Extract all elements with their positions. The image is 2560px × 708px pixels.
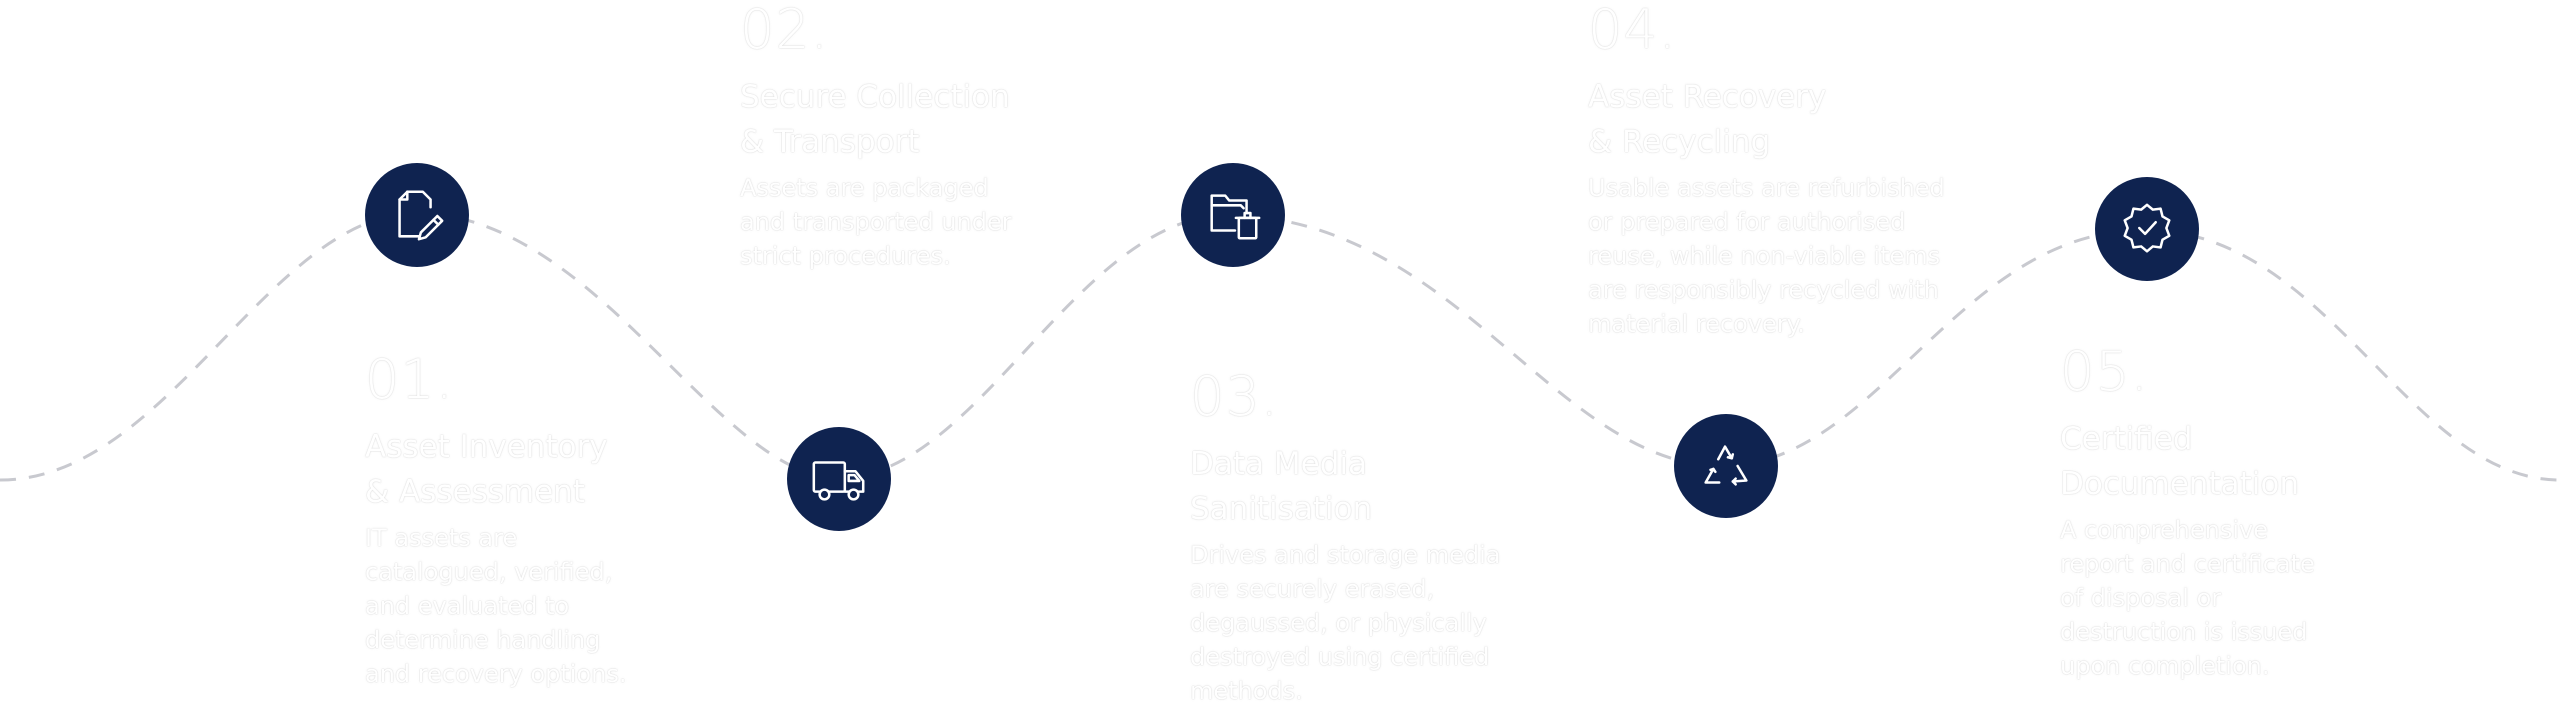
step-title-line-2: & Assessment [365, 474, 585, 510]
delivery-truck-icon [812, 461, 865, 501]
step-description: IT assets are catalogued, verified, and … [365, 521, 665, 691]
step-description-line: are securely erased, [1190, 575, 1435, 603]
step-description-line: degaussed, or physically [1190, 609, 1487, 637]
step-number: 01. [365, 348, 454, 411]
step-1-node [365, 163, 469, 267]
step-5-node [2095, 177, 2199, 281]
verified-badge-icon [2123, 203, 2171, 253]
step-description: Usable assets are refurbished or prepare… [1588, 171, 1968, 341]
step-title-line-1: Secure Collection [740, 79, 1010, 115]
step-title-line-1: Asset Recovery [1588, 79, 1827, 115]
step-title-line-1: Asset Inventory [365, 429, 608, 465]
step-description-line: A comprehensive [2060, 516, 2268, 544]
step-description-line: destruction is issued [2060, 618, 2308, 646]
step-description-line: and recovery options. [365, 660, 627, 688]
step-description-line: and evaluated to [365, 592, 570, 620]
step-description-line: Usable assets are refurbished [1588, 174, 1945, 202]
step-number: 02. [740, 0, 829, 61]
step-description-line: are responsibly recycled with [1588, 276, 1939, 304]
step-4: 04. Asset Recovery & Recycling Usable as… [1588, 3, 1968, 341]
step-description-line: of disposal or [2060, 584, 2222, 612]
step-5: 05. Certified Documentation A comprehens… [2060, 345, 2370, 683]
step-title-line-2: & Transport [740, 124, 920, 160]
recycle-icon [1704, 445, 1748, 486]
step-description-line: Assets are packaged [740, 174, 989, 202]
step-title-line-1: Data Media [1190, 446, 1367, 482]
step-2: 02. Secure Collection & Transport Assets… [740, 3, 1070, 273]
step-number: 04. [1588, 0, 1677, 61]
step-description-line: destroyed using certified [1190, 643, 1490, 671]
step-2-node [787, 427, 891, 531]
folder-trash-icon [1210, 194, 1261, 240]
step-description-line: catalogued, verified, [365, 558, 613, 586]
step-1: 01. Asset Inventory & Assessment IT asse… [365, 353, 665, 691]
step-number: 03. [1190, 365, 1279, 428]
step-description-line: determine handling [365, 626, 601, 654]
step-title-line-1: Certified [2060, 421, 2193, 457]
document-pen-icon [398, 190, 444, 241]
step-description: A comprehensive report and certificate o… [2060, 513, 2370, 683]
step-3-node [1181, 163, 1285, 267]
step-description: Assets are packaged and transported unde… [740, 171, 1070, 273]
step-description-line: report and certificate [2060, 550, 2315, 578]
step-description-line: methods. [1190, 677, 1303, 705]
step-description-line: material recovery. [1588, 310, 1806, 338]
step-description-line: or prepared for authorised [1588, 208, 1906, 236]
step-3: 03. Data Media Sanitisation Drives and s… [1190, 370, 1520, 708]
step-description-line: upon completion. [2060, 652, 2270, 680]
step-number: 05. [2060, 340, 2149, 403]
step-4-node [1674, 414, 1778, 518]
step-description-line: and transported under [740, 208, 1012, 236]
step-description: Drives and storage media are securely er… [1190, 538, 1520, 708]
step-title-line-2: Sanitisation [1190, 491, 1373, 527]
step-description-line: Drives and storage media [1190, 541, 1501, 569]
step-title-line-2: Documentation [2060, 466, 2299, 502]
step-description-line: IT assets are [365, 524, 518, 552]
step-title-line-2: & Recycling [1588, 124, 1771, 160]
step-description-line: reuse, while non-viable items [1588, 242, 1941, 270]
step-description-line: strict procedures. [740, 242, 951, 270]
